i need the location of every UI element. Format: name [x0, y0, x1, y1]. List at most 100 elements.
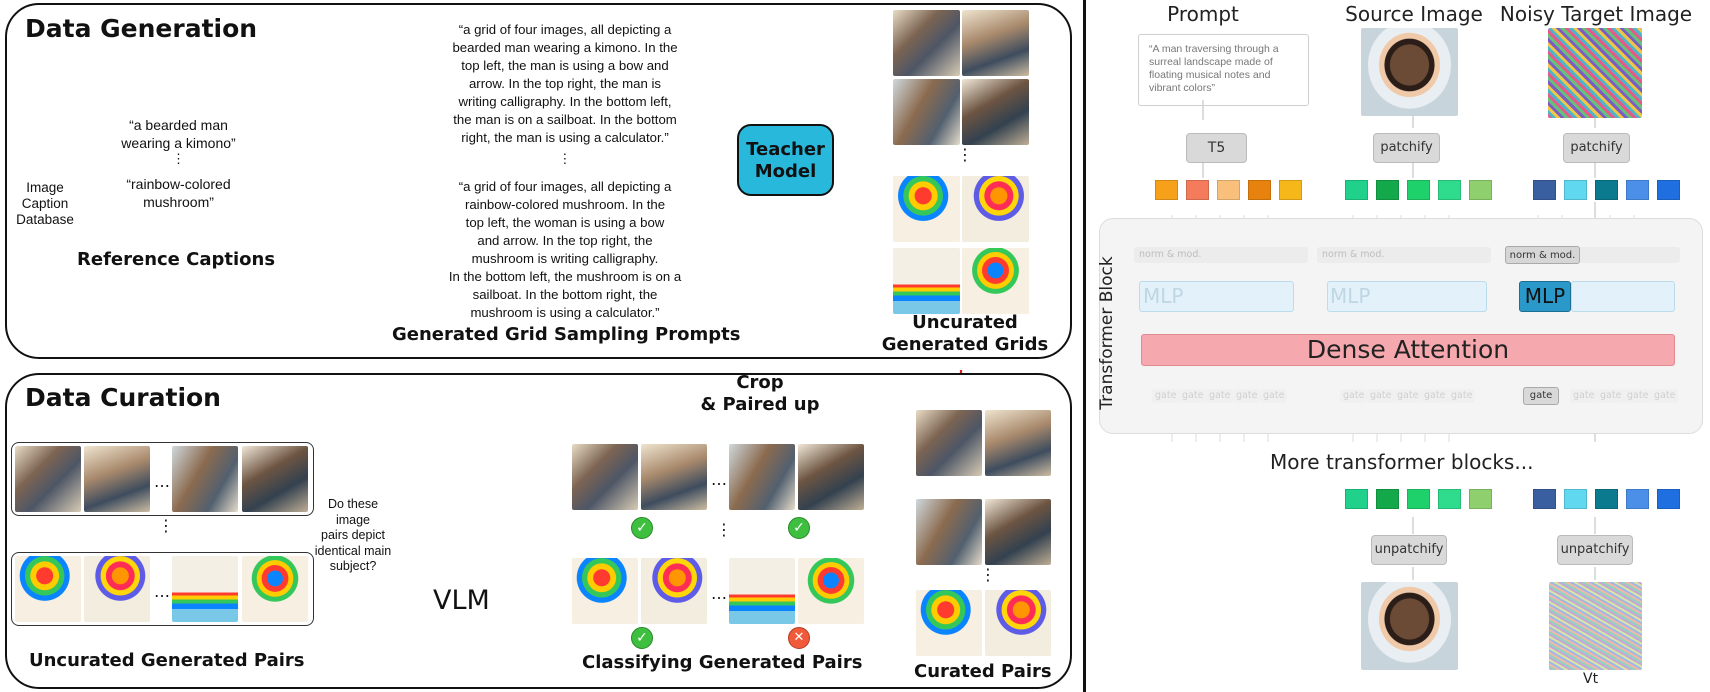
token [1595, 180, 1618, 200]
curated-image [916, 590, 982, 656]
patchify-source-box: patchify [1373, 133, 1440, 163]
token [1155, 180, 1178, 200]
gate-ghost: gate [1394, 389, 1422, 403]
gate-ghost: gate [1570, 389, 1598, 403]
gate-ghost: gate [1448, 389, 1476, 403]
token [1657, 180, 1680, 200]
gate-ghost: gate [1152, 389, 1180, 403]
classify-image [729, 558, 795, 624]
token [1533, 180, 1556, 200]
gate-ghost: gate [1179, 389, 1207, 403]
grid-prompt-dots: ⋮ [558, 151, 572, 166]
gate-ghost: gate [1624, 389, 1652, 403]
vlm-label: VLM [433, 585, 490, 616]
cross-icon: ✕ [788, 627, 810, 649]
mlp-ghost-target [1571, 281, 1675, 312]
classify-dots: … [711, 470, 727, 489]
grid-prompts-label: Generated Grid Sampling Prompts [392, 324, 741, 345]
dense-attention-block: Dense Attention [1141, 334, 1675, 366]
reference-caption-dots: ⋮ [172, 151, 185, 166]
noisy-target-title: Noisy Target Image [1499, 2, 1693, 26]
gate-ghost: gate [1597, 389, 1625, 403]
gate-ghost: gate [1206, 389, 1234, 403]
noisy-target-image [1548, 28, 1642, 118]
token [1595, 489, 1618, 509]
grid-image-mushroom-bow [893, 176, 960, 242]
mlp-ghost-label: MLP [1330, 284, 1371, 308]
pair-image [242, 556, 308, 622]
token [1626, 180, 1649, 200]
source-image-title: Source Image [1345, 2, 1483, 26]
token [1248, 180, 1271, 200]
mlp-ghost-source [1327, 281, 1487, 312]
token [1345, 180, 1368, 200]
curated-image [985, 499, 1051, 565]
classify-vertical-dots: ⋮ [716, 520, 732, 539]
pair-image [242, 446, 308, 512]
classify-image [798, 558, 864, 624]
token [1657, 489, 1680, 509]
transformer-block-label: Transformer Block [1097, 256, 1117, 410]
curated-dots: ⋮ [980, 565, 996, 584]
token [1564, 180, 1587, 200]
token [1469, 489, 1492, 509]
curated-image [916, 410, 982, 476]
llm-label: LLM [326, 150, 354, 164]
token [1438, 180, 1461, 200]
token [1186, 180, 1209, 200]
gate-ghost: gate [1421, 389, 1449, 403]
unpatchify-target-box: unpatchify [1557, 535, 1633, 565]
section-divider [1083, 0, 1086, 692]
data-generation-title: Data Generation [25, 14, 258, 43]
output-source-image [1361, 582, 1458, 670]
pair-dots: … [154, 472, 170, 491]
token [1469, 180, 1492, 200]
curated-image [916, 499, 982, 565]
norm-mod-ghost [1570, 247, 1680, 263]
classify-image [798, 444, 864, 510]
norm-mod-ghost: norm & mod. [1134, 247, 1308, 263]
pair-image [84, 446, 150, 512]
classifying-pairs-label: Classifying Generated Pairs [582, 652, 863, 673]
data-curation-panel [5, 373, 1072, 689]
token [1564, 489, 1587, 509]
classify-image [572, 558, 638, 624]
gate-ghost: gate [1260, 389, 1288, 403]
token [1438, 489, 1461, 509]
curated-image [985, 590, 1051, 656]
check-icon: ✓ [631, 627, 653, 649]
token [1407, 180, 1430, 200]
grid-image-man-calligraphy [962, 10, 1029, 76]
uncurated-man-pairs [11, 442, 314, 516]
token [1217, 180, 1240, 200]
gate-ghost: gate [1651, 389, 1679, 403]
more-blocks-label: More transformer blocks... [1270, 450, 1534, 474]
mlp-ghost-label: MLP [1143, 284, 1184, 308]
vt-label: Vt [1583, 671, 1599, 687]
grid-image-mushroom-sailboat [893, 248, 960, 314]
grid-image-mushroom-calculator [962, 248, 1029, 314]
curated-image [985, 410, 1051, 476]
reference-captions-label: Reference Captions [77, 249, 276, 270]
curated-pairs-label: Curated Pairs [914, 661, 1052, 682]
grid-image-mushroom-calligraphy [962, 176, 1029, 242]
pairs-vertical-dots: ⋮ [158, 516, 174, 535]
unpatchify-source-box: unpatchify [1371, 535, 1447, 565]
gate-ghost: gate [1233, 389, 1261, 403]
source-image [1361, 28, 1458, 116]
grid-image-man-calculator [962, 79, 1029, 145]
token [1376, 180, 1399, 200]
check-icon: ✓ [631, 517, 653, 539]
grid-dots: ⋮ [957, 145, 973, 164]
mlp-active: MLP [1519, 281, 1571, 312]
pair-image [15, 446, 81, 512]
grid-image-man-sailboat [893, 79, 960, 145]
crop-label: Crop& Paired up [700, 372, 820, 415]
classify-image [641, 558, 707, 624]
output-velocity-image [1549, 582, 1642, 670]
